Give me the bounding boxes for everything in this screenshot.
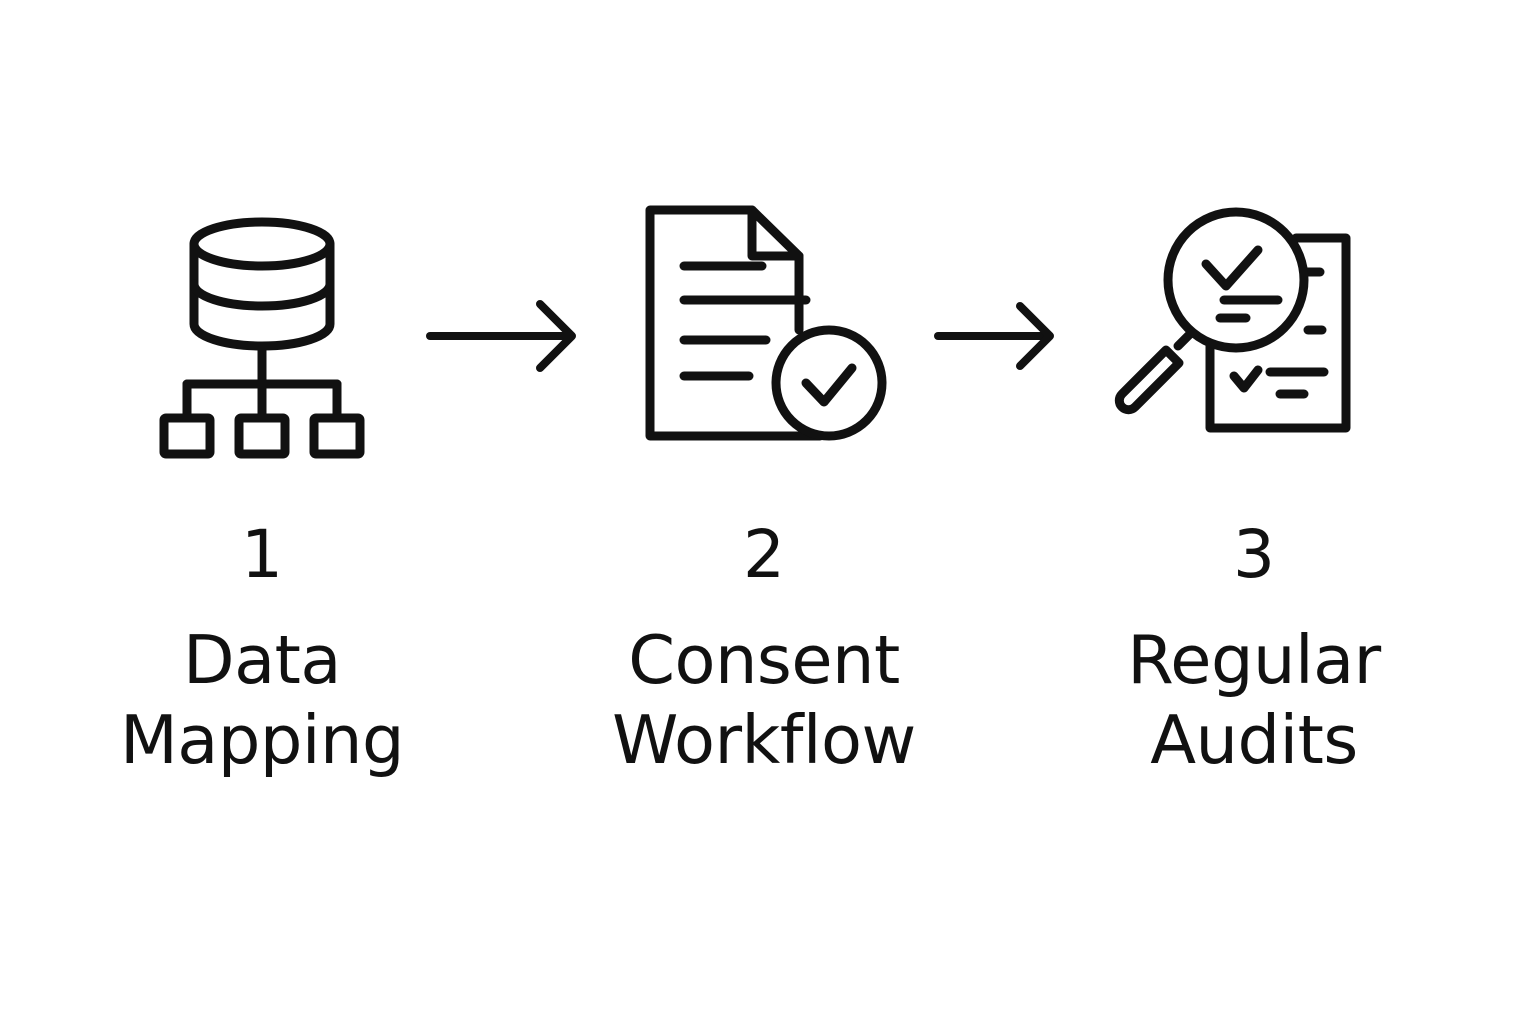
database-hierarchy-icon	[159, 217, 365, 459]
step-consent-workflow: 2 Consent Workflow	[584, 200, 944, 779]
step-regular-audits: 3 Regular Audits	[1074, 200, 1434, 779]
step-label-line1: Data	[183, 621, 341, 699]
arrow-right-icon	[934, 302, 1054, 370]
step-label: Data Mapping	[62, 620, 462, 780]
step-label-line2: Workflow	[612, 701, 916, 779]
step-data-mapping: 1 Data Mapping	[82, 200, 442, 779]
step-label-line1: Regular	[1127, 621, 1381, 699]
step-label: Consent Workflow	[564, 620, 964, 780]
document-check-icon	[645, 205, 887, 441]
step-label-line2: Mapping	[119, 701, 405, 779]
step-label: Regular Audits	[1054, 620, 1454, 780]
step-label-line2: Audits	[1150, 701, 1358, 779]
step-number: 1	[241, 516, 283, 593]
arrow-right-icon	[426, 300, 576, 372]
magnifier-checklist-icon	[1114, 207, 1351, 433]
step-label-line1: Consent	[628, 621, 900, 699]
step-number: 3	[1233, 516, 1275, 593]
step-number: 2	[743, 516, 785, 593]
